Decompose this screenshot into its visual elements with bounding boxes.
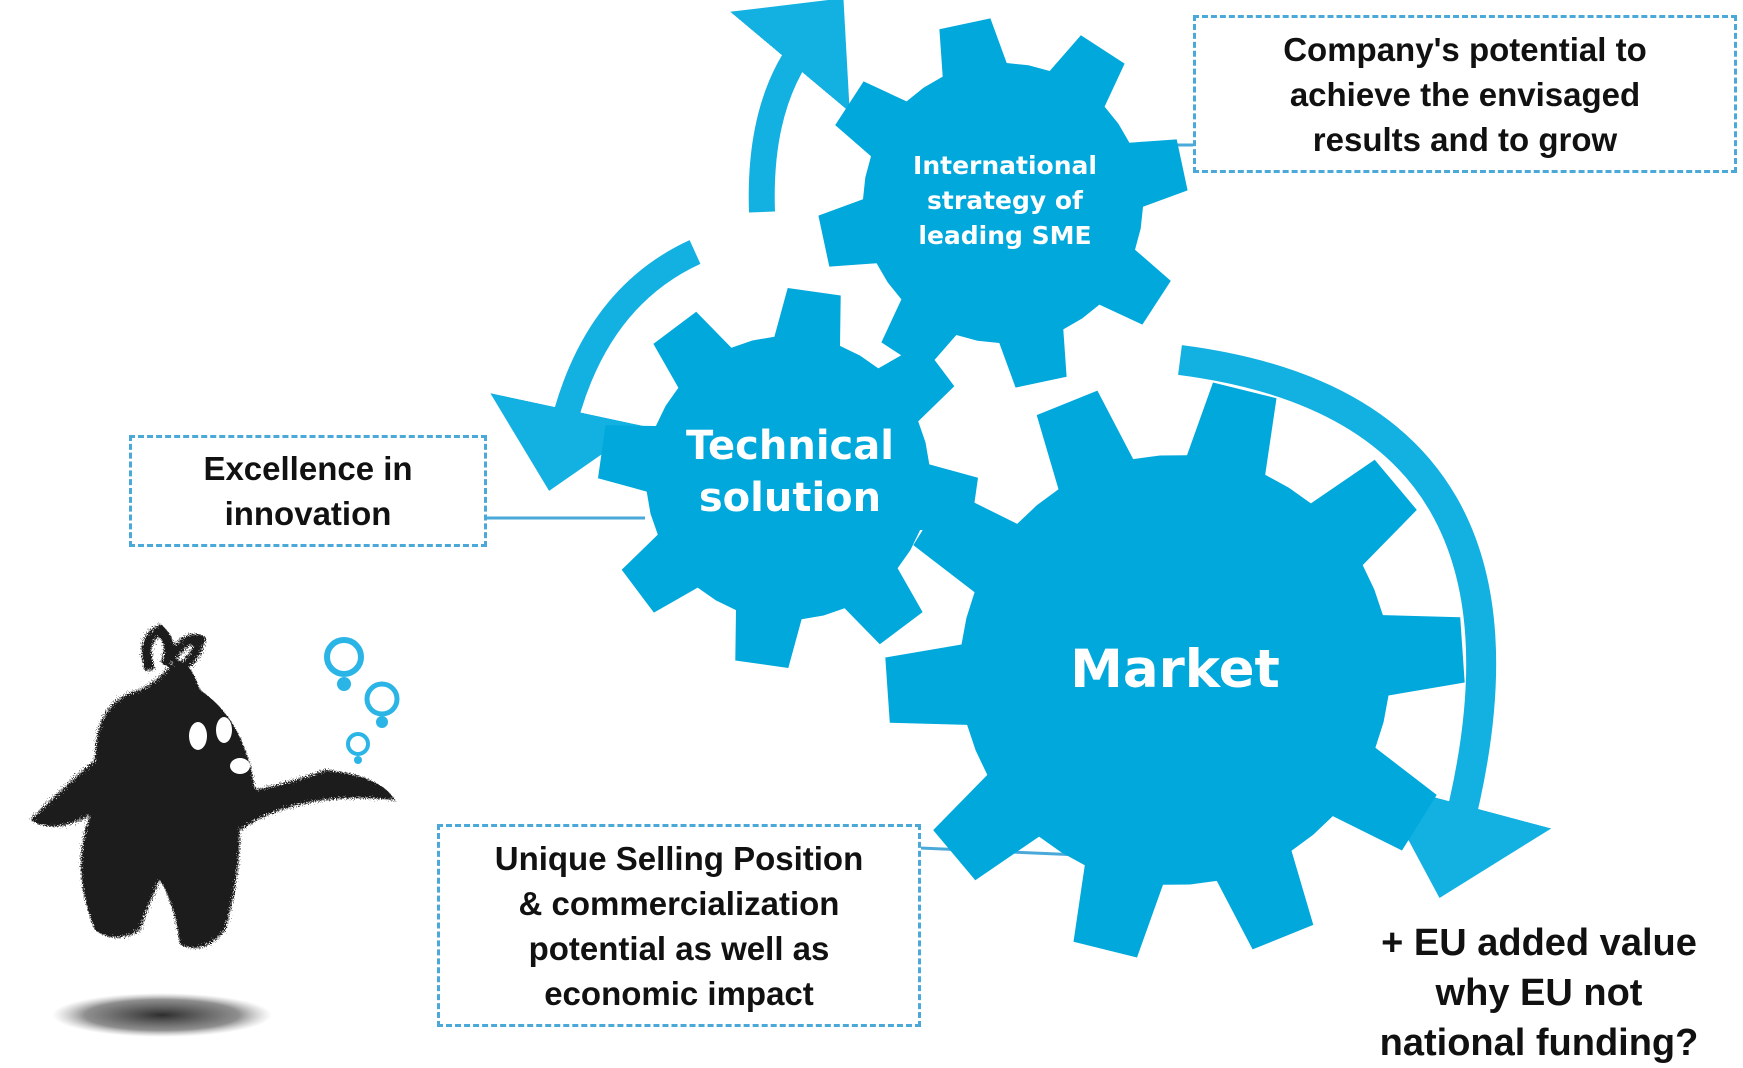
arrow-down-left [490, 240, 701, 491]
ink-creature-illustration [30, 623, 395, 1037]
creature-body [30, 660, 395, 948]
lightbulb-icon [364, 681, 400, 728]
gear-market [885, 382, 1465, 958]
gear-international [818, 18, 1188, 388]
creature-mouth [230, 758, 250, 774]
callout-excellence: Excellence in innovation [129, 435, 487, 547]
creature-shadow [52, 993, 272, 1037]
gear-technical [598, 288, 978, 668]
gear-label-technical: Technical solution [686, 423, 894, 521]
gear-label-market: Market [1070, 639, 1280, 700]
creature-hair [141, 623, 206, 673]
arrow-up-to-top [730, 0, 850, 213]
creature-eye-right [216, 717, 232, 743]
lightbulb-icon [324, 637, 364, 691]
callout-usp: Unique Selling Position & commercializat… [437, 824, 921, 1027]
eu-added-value-note: + EU added value why EU not national fun… [1379, 922, 1699, 1064]
callout-company-potential: Company's potential to achieve the envis… [1193, 15, 1737, 173]
arrow-around-market [1178, 345, 1552, 898]
gear-label-international: International strategy of leading SME [913, 151, 1097, 250]
lightbulb-icon [346, 732, 370, 764]
creature-eye-left [189, 722, 207, 750]
